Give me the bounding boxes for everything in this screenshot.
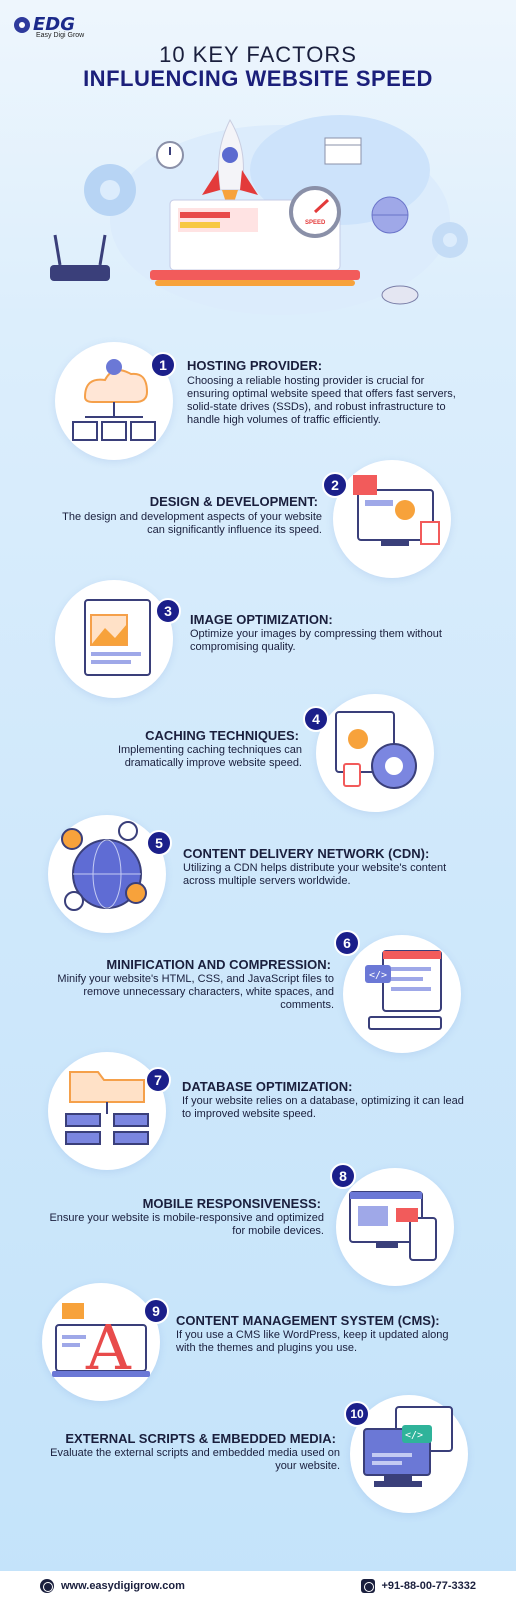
factor-1-icon-circle	[55, 342, 173, 460]
factor-3-icon-circle	[55, 580, 173, 698]
factor-1-desc: Choosing a reliable hosting provider is …	[187, 375, 456, 426]
footer: www.easydigigrow.com +91-88-00-77-3332	[0, 1571, 516, 1600]
factor-7-desc: If your website relies on a database, op…	[182, 1095, 464, 1120]
factor-4-icon-circle	[316, 694, 434, 812]
svg-text:</>: </>	[405, 1430, 423, 1441]
logo-burst-icon	[14, 16, 30, 33]
factor-6-icon-circle: </>	[343, 935, 461, 1053]
factor-3-desc: Optimize your images by compressing them…	[190, 628, 442, 653]
factor-2-title: DESIGN & DEVELOPMENT:	[149, 494, 318, 509]
page-title-line2: INFLUENCING WEBSITE SPEED	[83, 66, 433, 91]
code-laptop-icon: </>	[365, 950, 442, 1030]
factor-10-desc: Evaluate the external scripts and embedd…	[50, 1447, 340, 1472]
hero-illustration: SPEED	[50, 115, 468, 315]
factor-7-title: DATABASE OPTIMIZATION:	[182, 1079, 353, 1094]
factor-9-desc: If you use a CMS like WordPress, keep it…	[176, 1329, 449, 1354]
factor-6-badge: 6	[334, 930, 360, 956]
logo-mark: EDG	[33, 14, 76, 35]
code-monitor-icon: </>	[363, 1406, 453, 1487]
svg-text:</>: </>	[369, 970, 387, 981]
factor-1-badge: 1	[150, 352, 176, 378]
factor-5-desc: Utilizing a CDN helps distribute your we…	[183, 862, 447, 887]
design-monitor-icon	[353, 475, 440, 546]
factor-8-badge: 8	[330, 1163, 356, 1189]
factor-6-title: MINIFICATION AND COMPRESSION:	[106, 957, 331, 972]
logo-name: Easy Digi Grow	[36, 32, 85, 39]
globe-icon	[371, 196, 409, 234]
factor-1-title: HOSTING PROVIDER:	[187, 358, 323, 373]
cloud-server-icon	[72, 359, 156, 441]
factor-5-badge: 5	[146, 830, 172, 856]
factor-3-badge: 3	[155, 598, 181, 624]
factor-5-icon-circle	[48, 815, 166, 933]
factor-9-badge: 9	[143, 1298, 169, 1324]
globe-icon	[40, 1578, 54, 1593]
cms-typography-icon: A	[52, 1303, 150, 1384]
factor-5-title: CONTENT DELIVERY NETWORK (CDN):	[183, 846, 430, 861]
factor-8-desc: Ensure your website is mobile-responsive…	[49, 1212, 324, 1237]
mouse-icon	[381, 285, 419, 305]
factor-2-desc: The design and development aspects of yo…	[62, 511, 322, 536]
factor-2-badge: 2	[322, 472, 348, 498]
factor-3-title: IMAGE OPTIMIZATION:	[190, 612, 333, 627]
monitor-icon	[150, 199, 360, 286]
factor-2-icon-circle	[333, 460, 451, 578]
globe-network-icon	[61, 821, 147, 911]
gear-icon	[84, 164, 136, 216]
footer-phone-text: +91-88-00-77-3332	[381, 1579, 477, 1592]
factor-8-icon-circle	[336, 1168, 454, 1286]
rocket-icon	[202, 118, 258, 215]
database-folder-icon	[65, 1071, 149, 1145]
factor-7-badge: 7	[145, 1067, 171, 1093]
gear-icon	[432, 222, 468, 258]
speedometer-label: SPEED	[305, 220, 326, 226]
footer-website[interactable]: www.easydigigrow.com	[40, 1578, 185, 1593]
factor-9-title: CONTENT MANAGEMENT SYSTEM (CMS):	[176, 1313, 440, 1328]
factor-4-badge: 4	[303, 706, 329, 732]
image-editor-icon	[84, 599, 151, 676]
clock-icon	[156, 141, 184, 169]
footer-website-text: www.easydigigrow.com	[61, 1579, 185, 1592]
speedometer-icon: SPEED	[289, 186, 341, 238]
footer-phone[interactable]: +91-88-00-77-3332	[360, 1578, 477, 1593]
factor-10-icon-circle: </>	[350, 1395, 468, 1513]
browser-window-icon	[324, 137, 362, 165]
factor-10-badge: 10	[344, 1401, 370, 1427]
router-icon	[50, 234, 110, 281]
factor-4-title: CACHING TECHNIQUES:	[145, 728, 299, 743]
factor-6-desc: Minify your website's HTML, CSS, and Jav…	[57, 973, 334, 1011]
factor-9-icon-circle: A	[42, 1283, 160, 1401]
page-title-line1: 10 KEY FACTORS	[159, 42, 357, 67]
factor-4-desc: Implementing caching techniques can dram…	[117, 744, 302, 769]
phone-icon	[360, 1578, 375, 1593]
gear-browser-icon	[335, 711, 417, 789]
responsive-devices-icon	[349, 1191, 437, 1261]
factor-10-title: EXTERNAL SCRIPTS & EMBEDDED MEDIA:	[65, 1431, 336, 1446]
brand-logo[interactable]: EDG Easy Digi Grow	[14, 14, 84, 39]
factor-8-title: MOBILE RESPONSIVENESS:	[142, 1196, 321, 1211]
